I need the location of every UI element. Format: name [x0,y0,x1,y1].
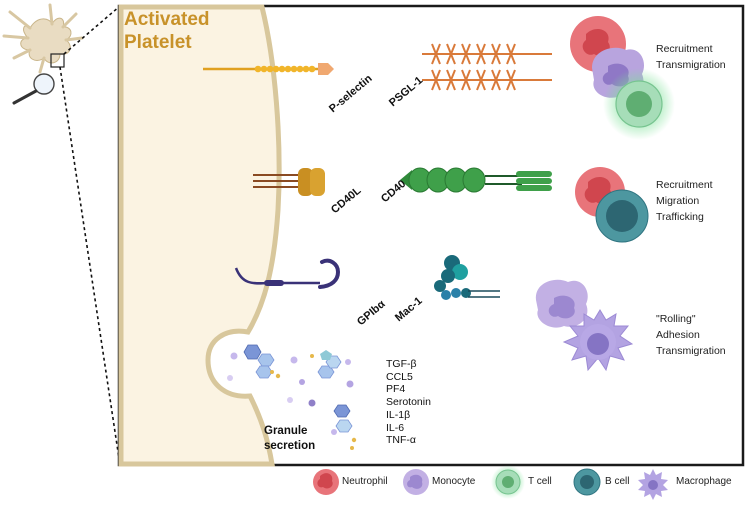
cytokine-item: IL-1β [386,408,411,421]
cytokine-item: Serotonin [386,396,431,409]
neutrophil-icon [313,469,339,495]
effects-row-1: Recruitment Transmigration [656,41,726,73]
t-cell [603,68,675,140]
psgl1-ligand [422,43,552,91]
effect-text: "Rolling" [656,313,696,325]
monocyte-cell-2 [535,279,588,328]
legend-neutrophil-label: Neutrophil [342,476,388,487]
b-cell-icon [573,468,601,496]
macrophage-icon [638,469,668,500]
gpib-receptor [234,258,341,289]
zoom-line-top [63,5,121,55]
cytokine-item: IL-6 [386,421,405,434]
granule-label-line-2: secretion [264,440,316,452]
title-line-2: Platelet [124,32,192,53]
effect-text: Migration [656,195,700,207]
platelet-title: Activated Platelet [124,8,210,54]
zoom-line-bottom [59,66,121,466]
cytokine-item: TNF-α [386,434,416,447]
effect-text: Transmigration [656,345,726,357]
mac1-ligand [434,255,500,300]
title-line-1: Activated [124,9,210,30]
p-selectin-receptor [203,63,334,75]
effects-row-3: "Rolling" Adhesion Transmigration [656,311,726,359]
cd40-ligand [400,167,552,193]
legend-macrophage-label: Macrophage [676,476,732,487]
effects-row-2: Recruitment Migration Trafficking [656,177,713,225]
granule-label-line-1: Granule [264,425,308,437]
platelet-membrane [118,4,282,467]
legend-t-cell-label: T cell [528,476,552,487]
monocyte-icon [403,469,429,495]
effect-text: Recruitment [656,179,713,191]
magnifier-icon [12,73,55,105]
effect-text: Recruitment [656,43,713,55]
b-cell [595,189,649,243]
effect-text: Trafficking [656,211,704,223]
thumbnail-platelet-icon [2,3,84,74]
t-cell-icon [491,465,525,499]
cytokine-item: PF4 [386,383,406,396]
cytokine-item: TGF-β [386,358,417,370]
macrophage-cell [562,309,634,372]
effect-text: Adhesion [656,329,700,341]
effect-text: Transmigration [656,59,726,71]
cd40l-receptor [253,168,325,196]
granule-contents [227,344,357,450]
legend-b-cell-label: B cell [605,476,630,487]
cytokine-list: TGF-β CCL5 PF4 Serotonin IL-1β IL-6 TNF-… [386,358,431,447]
zoom-box [50,53,65,68]
granule-secretion-label: Granule secretion [264,424,315,454]
legend-monocyte-label: Monocyte [432,476,476,487]
cytokine-item: CCL5 [386,370,413,383]
